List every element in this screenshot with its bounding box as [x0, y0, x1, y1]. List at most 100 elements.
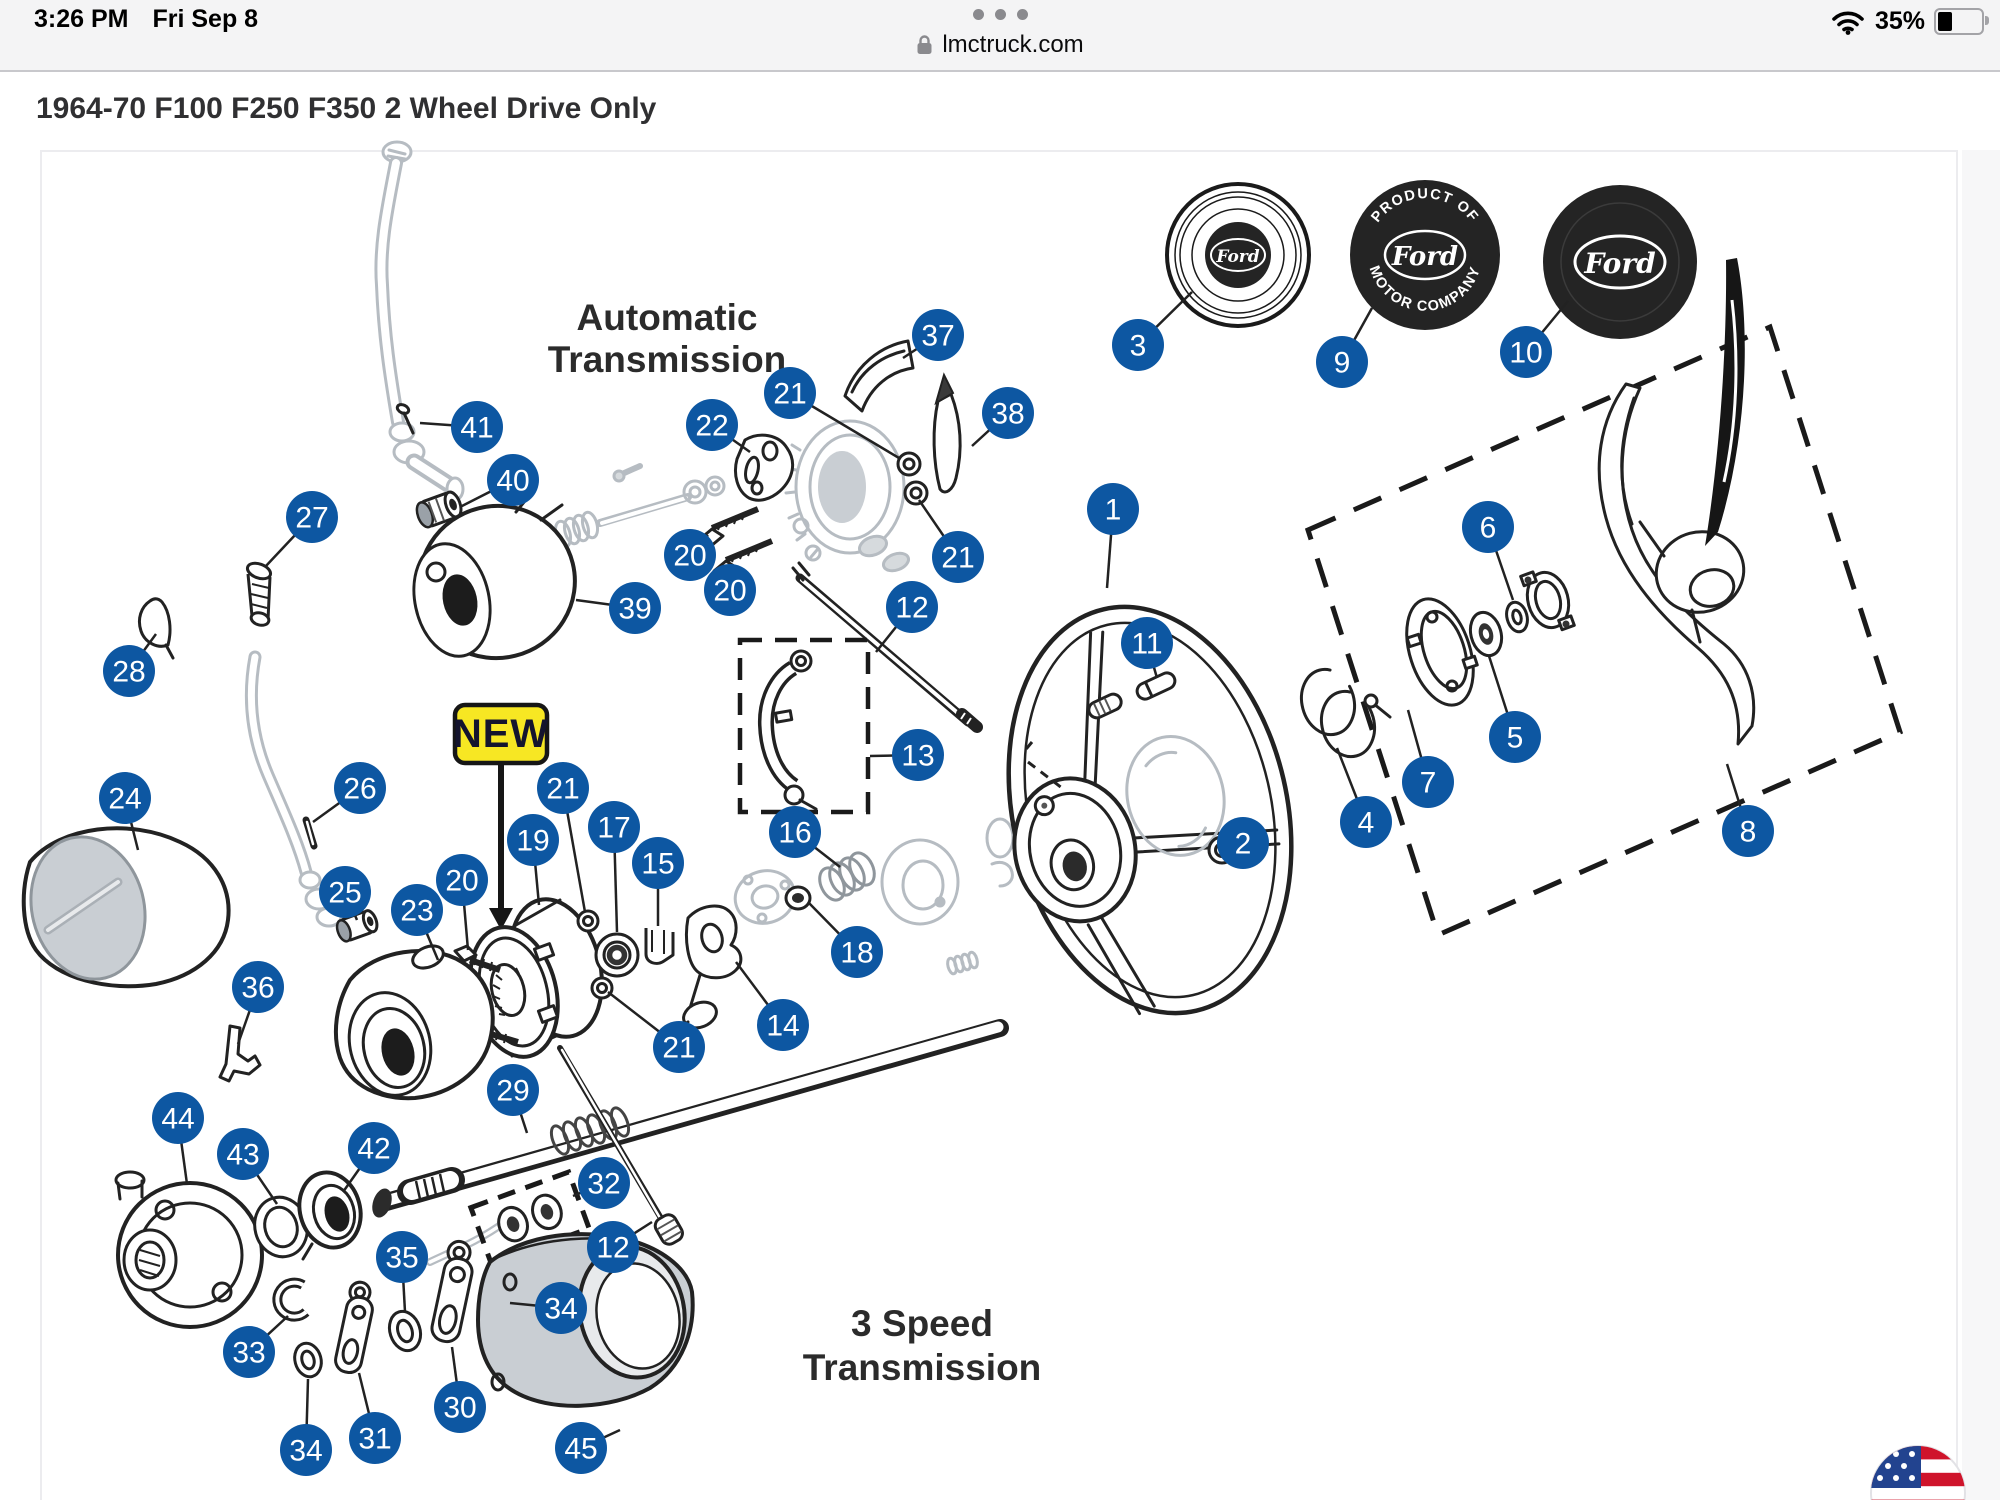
- callout-8: 8: [1722, 763, 1774, 857]
- label-automatic-transmission: Automatic Transmission: [548, 297, 787, 380]
- svg-text:12: 12: [596, 1232, 629, 1265]
- callout-29: 29: [487, 1064, 539, 1134]
- callout-42: 42: [341, 1122, 400, 1193]
- us-flag-widget[interactable]: [1870, 1445, 1966, 1500]
- callout-21: 21: [607, 991, 705, 1073]
- status-time: 3:26 PM: [34, 5, 129, 33]
- svg-text:30: 30: [443, 1392, 476, 1425]
- callout-36: 36: [232, 961, 284, 1045]
- battery-percent: 35%: [1874, 7, 1925, 35]
- callout-31: 31: [349, 1372, 401, 1464]
- svg-text:16: 16: [778, 817, 811, 850]
- svg-text:36: 36: [241, 972, 274, 1005]
- callout-19: 19: [507, 814, 559, 906]
- svg-text:14: 14: [766, 1010, 799, 1043]
- svg-text:3 Speed: 3 Speed: [851, 1303, 993, 1344]
- callout-37: 37: [902, 309, 964, 361]
- url-domain: lmctruck.com: [942, 31, 1084, 58]
- callout-43: 43: [217, 1128, 279, 1205]
- callout-25: 25: [319, 866, 371, 921]
- svg-text:31: 31: [358, 1423, 391, 1456]
- url-bar[interactable]: lmctruck.com: [0, 31, 2000, 59]
- callout-20: 20: [704, 564, 756, 616]
- svg-text:NEW: NEW: [453, 712, 549, 756]
- svg-text:27: 27: [295, 502, 328, 535]
- svg-text:19: 19: [516, 825, 549, 858]
- svg-text:40: 40: [496, 465, 529, 498]
- svg-text:11: 11: [1131, 628, 1162, 661]
- svg-text:20: 20: [445, 865, 478, 898]
- callout-9: 9: [1316, 307, 1374, 388]
- diagram-frame: [40, 150, 1958, 1500]
- callout-3: 3: [1112, 291, 1193, 371]
- callout-2: 2: [1217, 817, 1269, 869]
- callout-21: 21: [537, 762, 589, 913]
- callout-40: 40: [459, 454, 539, 509]
- callout-24: 24: [99, 772, 151, 851]
- status-bar: 3:26 PM Fri Sep 8 lmctruck.com 35%: [0, 0, 2000, 72]
- callout-16: 16: [769, 806, 841, 868]
- ford-emblem-horn-button: Ford: [1165, 182, 1311, 328]
- callout-20: 20: [664, 529, 716, 581]
- callout-17: 17: [588, 801, 640, 933]
- svg-text:3: 3: [1130, 330, 1147, 363]
- svg-text:24: 24: [108, 783, 141, 816]
- svg-text:18: 18: [840, 937, 873, 970]
- svg-text:23: 23: [400, 895, 433, 928]
- svg-text:4: 4: [1358, 807, 1375, 840]
- svg-text:Ford: Ford: [1215, 247, 1259, 267]
- callout-44: 44: [152, 1092, 204, 1185]
- callout-23: 23: [391, 884, 443, 961]
- svg-text:38: 38: [991, 398, 1024, 431]
- callout-34: 34: [280, 1378, 332, 1476]
- svg-text:20: 20: [673, 540, 706, 573]
- callout-12: 12: [587, 1220, 653, 1273]
- callout-30: 30: [434, 1346, 486, 1433]
- svg-text:29: 29: [496, 1075, 529, 1108]
- ford-emblem-pad: Ford: [1543, 185, 1697, 339]
- callout-4: 4: [1335, 747, 1392, 848]
- status-date: Fri Sep 8: [152, 5, 259, 33]
- svg-text:22: 22: [695, 410, 728, 443]
- callout-12: 12: [875, 581, 938, 653]
- svg-text:33: 33: [232, 1337, 265, 1370]
- svg-text:34: 34: [544, 1293, 577, 1326]
- svg-text:21: 21: [662, 1032, 695, 1065]
- svg-text:8: 8: [1740, 816, 1757, 849]
- svg-text:7: 7: [1420, 767, 1437, 800]
- svg-text:Transmission: Transmission: [548, 339, 787, 380]
- svg-text:34: 34: [289, 1435, 322, 1468]
- wifi-icon: [1832, 11, 1864, 35]
- callout-33: 33: [223, 1315, 289, 1378]
- svg-text:26: 26: [343, 773, 376, 806]
- svg-text:5: 5: [1507, 722, 1524, 755]
- steering-wheel-drawing: [1006, 604, 1294, 1016]
- line-art-parts: NEW: [21, 258, 1904, 1408]
- svg-text:25: 25: [328, 877, 361, 910]
- callout-15: 15: [632, 837, 684, 926]
- callout-7: 7: [1402, 709, 1454, 808]
- svg-text:21: 21: [941, 542, 974, 575]
- page-title: 1964-70 F100 F250 F350 2 Wheel Drive Onl…: [36, 92, 657, 125]
- svg-text:12: 12: [895, 592, 928, 625]
- callout-28: 28: [103, 633, 158, 697]
- svg-text:6: 6: [1480, 512, 1497, 545]
- svg-text:2: 2: [1235, 828, 1252, 861]
- callout-20: 20: [436, 854, 488, 951]
- callout-21: 21: [917, 499, 984, 583]
- status-right: 35%: [1830, 7, 1989, 36]
- svg-text:37: 37: [921, 320, 954, 353]
- svg-text:1: 1: [1105, 494, 1122, 527]
- callout-26: 26: [312, 762, 386, 824]
- label-3speed-transmission: 3 Speed Transmission: [803, 1303, 1042, 1388]
- more-dots-icon[interactable]: [0, 9, 2000, 20]
- callout-10: 10: [1500, 300, 1569, 378]
- svg-text:45: 45: [564, 1433, 597, 1466]
- svg-text:21: 21: [546, 773, 579, 806]
- callout-27: 27: [264, 491, 338, 568]
- callout-11: 11: [1121, 617, 1173, 679]
- svg-text:10: 10: [1509, 337, 1542, 370]
- svg-text:13: 13: [901, 740, 934, 773]
- svg-text:15: 15: [641, 848, 674, 881]
